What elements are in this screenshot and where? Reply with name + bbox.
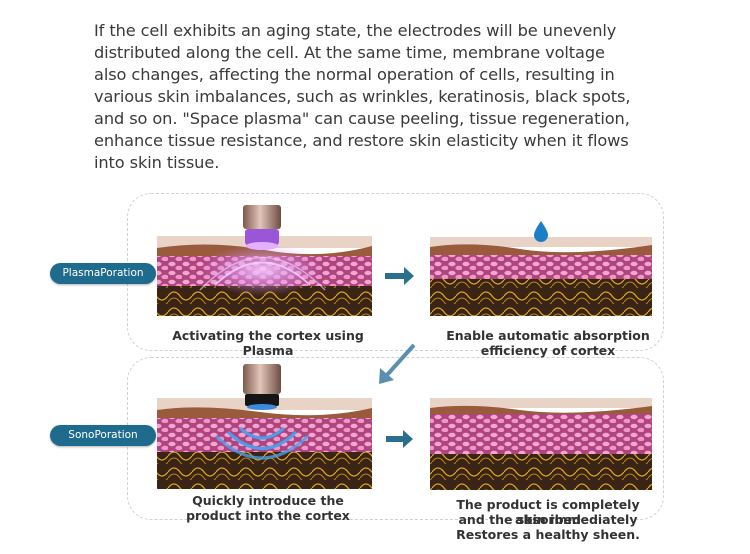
- skin-absorption-image: [430, 237, 652, 316]
- caption-activating-cortex: Activating the cortex using Plasma: [172, 328, 364, 358]
- caption-introduce-product-line2: product into the cortex: [186, 508, 350, 523]
- caption-absorbed-line2: and the skin immediately: [458, 512, 638, 527]
- plasmaporation-label: PlasmaPoration: [50, 263, 156, 284]
- skin-healthy-image: [430, 398, 652, 490]
- paragraph-line: enhance tissue resistance, and restore s…: [94, 131, 629, 150]
- caption-absorbed-line1: The product is completely absorbed: [456, 497, 640, 527]
- ultrasound-device-icon: [243, 364, 281, 410]
- skin-plasma-activation-image: [157, 236, 372, 316]
- paragraph-line: distributed along the cell. At the same …: [94, 43, 605, 62]
- caption-enable-absorption-line2: efficiency of cortex: [480, 343, 616, 358]
- description-paragraph: If the cell exhibits an aging state, the…: [94, 20, 694, 174]
- skin-sonoporation-image: [157, 398, 372, 489]
- caption-introduce-product-line1: Quickly introduce the: [192, 493, 344, 508]
- arrow-diagonal-icon: [379, 343, 416, 384]
- caption-absorbed-line3: Restores a healthy sheen.: [456, 527, 640, 542]
- paragraph-line: If the cell exhibits an aging state, the…: [94, 21, 617, 40]
- arrow-right-icon: [385, 267, 414, 285]
- paragraph-line: various skin imbalances, such as wrinkle…: [94, 87, 631, 106]
- paragraph-line: into skin tissue.: [94, 153, 220, 172]
- paragraph-line: and so on. "Space plasma" can cause peel…: [94, 109, 630, 128]
- plasma-device-icon: [243, 205, 281, 250]
- paragraph-line: also changes, affecting the normal opera…: [94, 65, 615, 84]
- caption-enable-absorption-line1: Enable automatic absorption: [446, 328, 650, 343]
- arrow-right-icon: [386, 430, 413, 448]
- droplet-icon: [534, 221, 548, 242]
- sonoporation-label: SonoPoration: [50, 425, 156, 446]
